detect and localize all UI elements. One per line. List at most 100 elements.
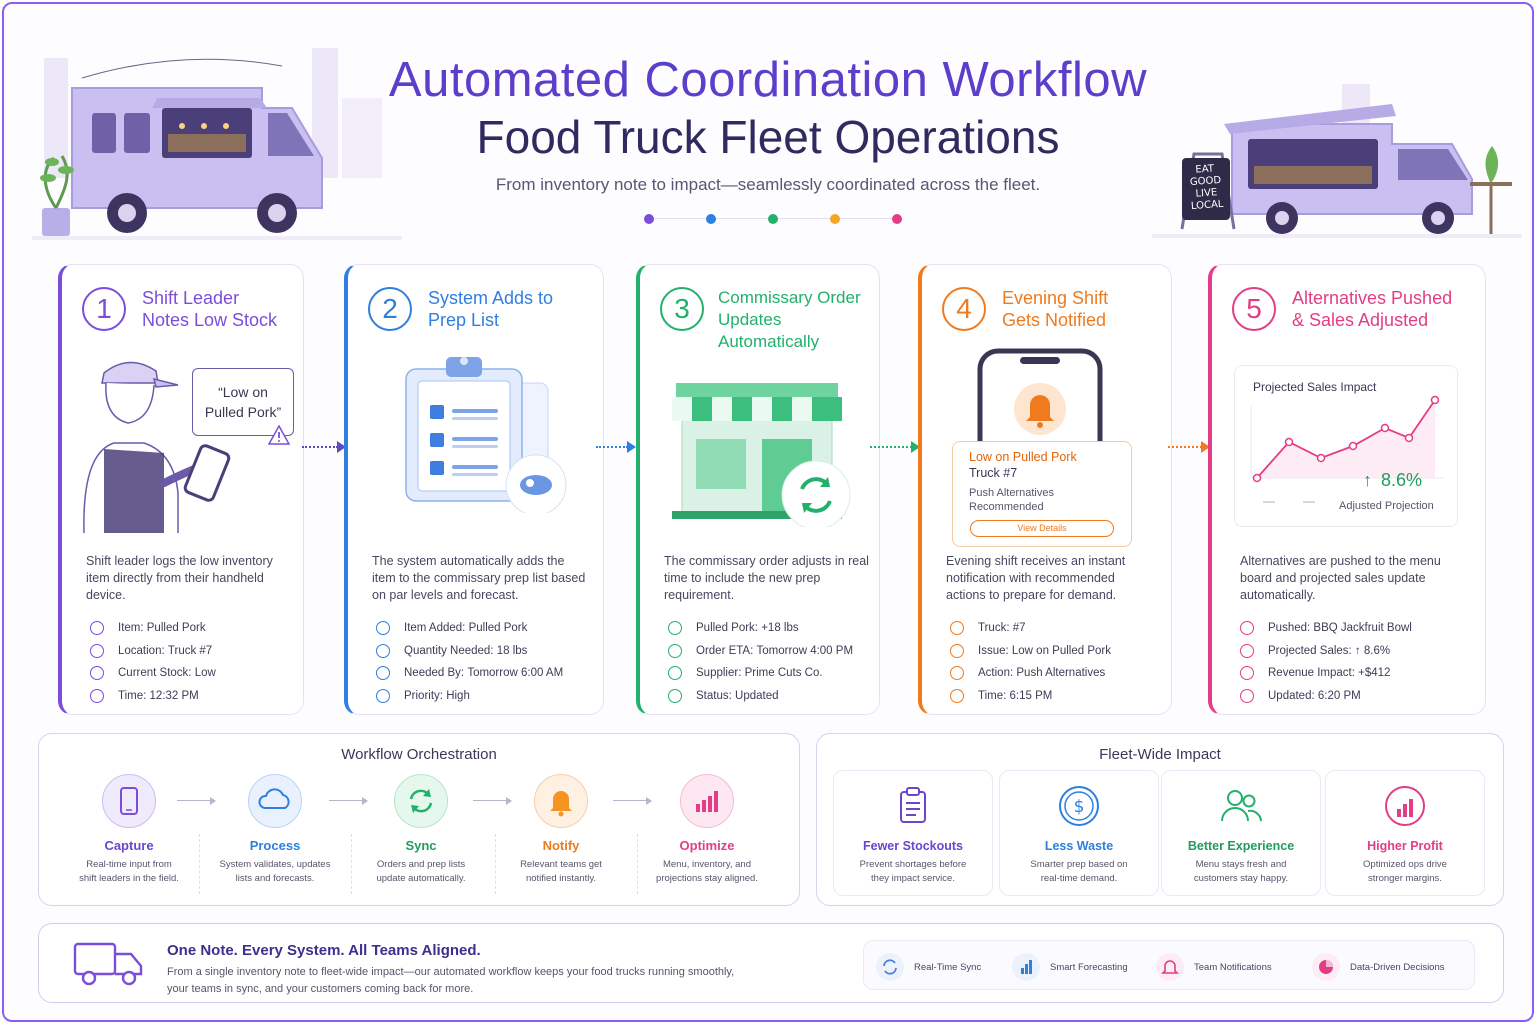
bar-chart-icon [680, 774, 734, 828]
step-facts-3: Pulled Pork: +18 lbs Order ETA: Tomorrow… [668, 617, 853, 707]
impact-fewer-stockouts: Fewer Stockouts Prevent shortages before… [833, 770, 993, 896]
step-card-5: 5 Alternatives Pushed& Sales Adjusted Pr… [1208, 264, 1486, 715]
footer-text: From a single inventory note to fleet-wi… [167, 966, 735, 995]
chart-point [1284, 437, 1294, 447]
projection-change: 8.6% [1381, 470, 1423, 490]
footer-banner: One Note. Every System. All Teams Aligne… [38, 923, 1504, 1003]
pill-smart-forecasting: Smart Forecasting [1012, 953, 1128, 981]
orchestration-title: Workflow Orchestration [341, 746, 497, 763]
item-icon [90, 621, 104, 636]
step-description-4: Evening shift receives an instant notifi… [946, 554, 1126, 602]
step-number-5: 5 [1232, 287, 1276, 331]
mini-chart-title: Projected Sales Impact [1253, 380, 1377, 394]
action-icon [950, 666, 964, 681]
clipboard-icon [890, 783, 936, 829]
title-line-2: Food Truck Fleet Operations [476, 111, 1060, 163]
clock-icon [90, 688, 104, 703]
bar-chart-icon [1382, 783, 1428, 829]
workflow-orchestration-panel: Workflow Orchestration Capture Real-time… [38, 733, 800, 906]
fact-row: Pushed: BBQ Jackfruit Bowl [1240, 617, 1412, 640]
chart-point [1404, 433, 1414, 443]
revenue-icon [1240, 666, 1254, 681]
mini-chart-caption: Adjusted Projection [1339, 500, 1434, 512]
fact-row: Updated: 6:20 PM [1240, 685, 1412, 708]
svg-text:$: $ [1074, 797, 1085, 817]
check-icon [668, 688, 682, 703]
pie-chart-icon [1312, 953, 1340, 981]
fact-row: Status: Updated [668, 685, 853, 708]
fact-row: Item: Pulled Pork [90, 617, 216, 640]
users-icon [1218, 783, 1264, 829]
clock-icon [668, 643, 682, 658]
check-icon [1240, 688, 1254, 703]
subtitle: From inventory note to impact—seamlessly… [495, 175, 1041, 194]
fact-row: Action: Push Alternatives [950, 662, 1111, 685]
dollar-icon: $ [1056, 783, 1102, 829]
pill-data-driven-decisions: Data-Driven Decisions [1312, 953, 1445, 981]
projected-sales-line-chart [1250, 395, 1443, 503]
fact-row: Supplier: Prime Cuts Co. [668, 662, 853, 685]
fact-row: Time: 6:15 PM [950, 685, 1111, 708]
commissary-store-icon [672, 383, 851, 527]
step-description-1: Shift leader logs the low inventory item… [86, 554, 273, 602]
view-details-button[interactable]: View Details [970, 520, 1114, 537]
step-description-2: The system automatically adds the item t… [372, 554, 586, 602]
fact-row: Item Added: Pulled Pork [376, 617, 563, 640]
fact-row: Order ETA: Tomorrow 4:00 PM [668, 640, 853, 663]
alert-icon [950, 643, 964, 658]
fact-row: Projected Sales: ↑ 8.6% [1240, 640, 1412, 663]
bell-icon [1156, 953, 1184, 981]
clock-icon [950, 688, 964, 703]
scale-icon [376, 643, 390, 658]
location-icon [90, 643, 104, 658]
feature-pills: Real-Time Sync Smart Forecasting Team No… [863, 940, 1475, 990]
chart-point [1430, 395, 1440, 405]
step-facts-2: Item Added: Pulled Pork Quantity Needed:… [376, 617, 563, 707]
fact-row: Quantity Needed: 18 lbs [376, 640, 563, 663]
flow-arrow [613, 797, 652, 805]
step-number-3: 3 [660, 287, 704, 331]
flow-arrow [329, 797, 368, 805]
bell-icon [534, 774, 588, 828]
fleet-wide-impact-panel: Fleet-Wide Impact Fewer Stockouts Preven… [816, 733, 1504, 906]
step-facts-1: Item: Pulled Pork Location: Truck #7 Cur… [90, 617, 216, 707]
delivery-truck-icon [73, 942, 143, 986]
step-facts-5: Pushed: BBQ Jackfruit Bowl Projected Sal… [1240, 617, 1412, 707]
fact-row: Revenue Impact: +$412 [1240, 662, 1412, 685]
notification-truck: Truck #7 [969, 466, 1018, 480]
fact-row: Current Stock: Low [90, 662, 216, 685]
phone-icon [977, 348, 1103, 457]
arrow-4-5 [1168, 441, 1210, 453]
footer-title: One Note. Every System. All Teams Aligne… [167, 942, 481, 959]
list-icon [376, 621, 390, 636]
up-arrow-icon: ↑ [1363, 470, 1372, 490]
title-line-1: Automated Coordination Workflow [388, 53, 1148, 107]
clipboard-checklist-icon [405, 357, 567, 513]
chart-point [1348, 441, 1358, 451]
step-facts-4: Truck: #7 Issue: Low on Pulled Pork Acti… [950, 617, 1111, 707]
arrow-2-3 [596, 441, 636, 453]
projected-sales-card: Projected Sales Impact ↑ 8.6% Adjusted P… [1234, 365, 1458, 527]
fact-row: Pulled Pork: +18 lbs [668, 617, 853, 640]
step-description-3: The commissary order adjusts in real tim… [664, 554, 869, 602]
stock-icon [90, 666, 104, 681]
step-number-2: 2 [368, 287, 412, 331]
flow-arrow [177, 797, 216, 805]
flow-arrow [473, 797, 512, 805]
